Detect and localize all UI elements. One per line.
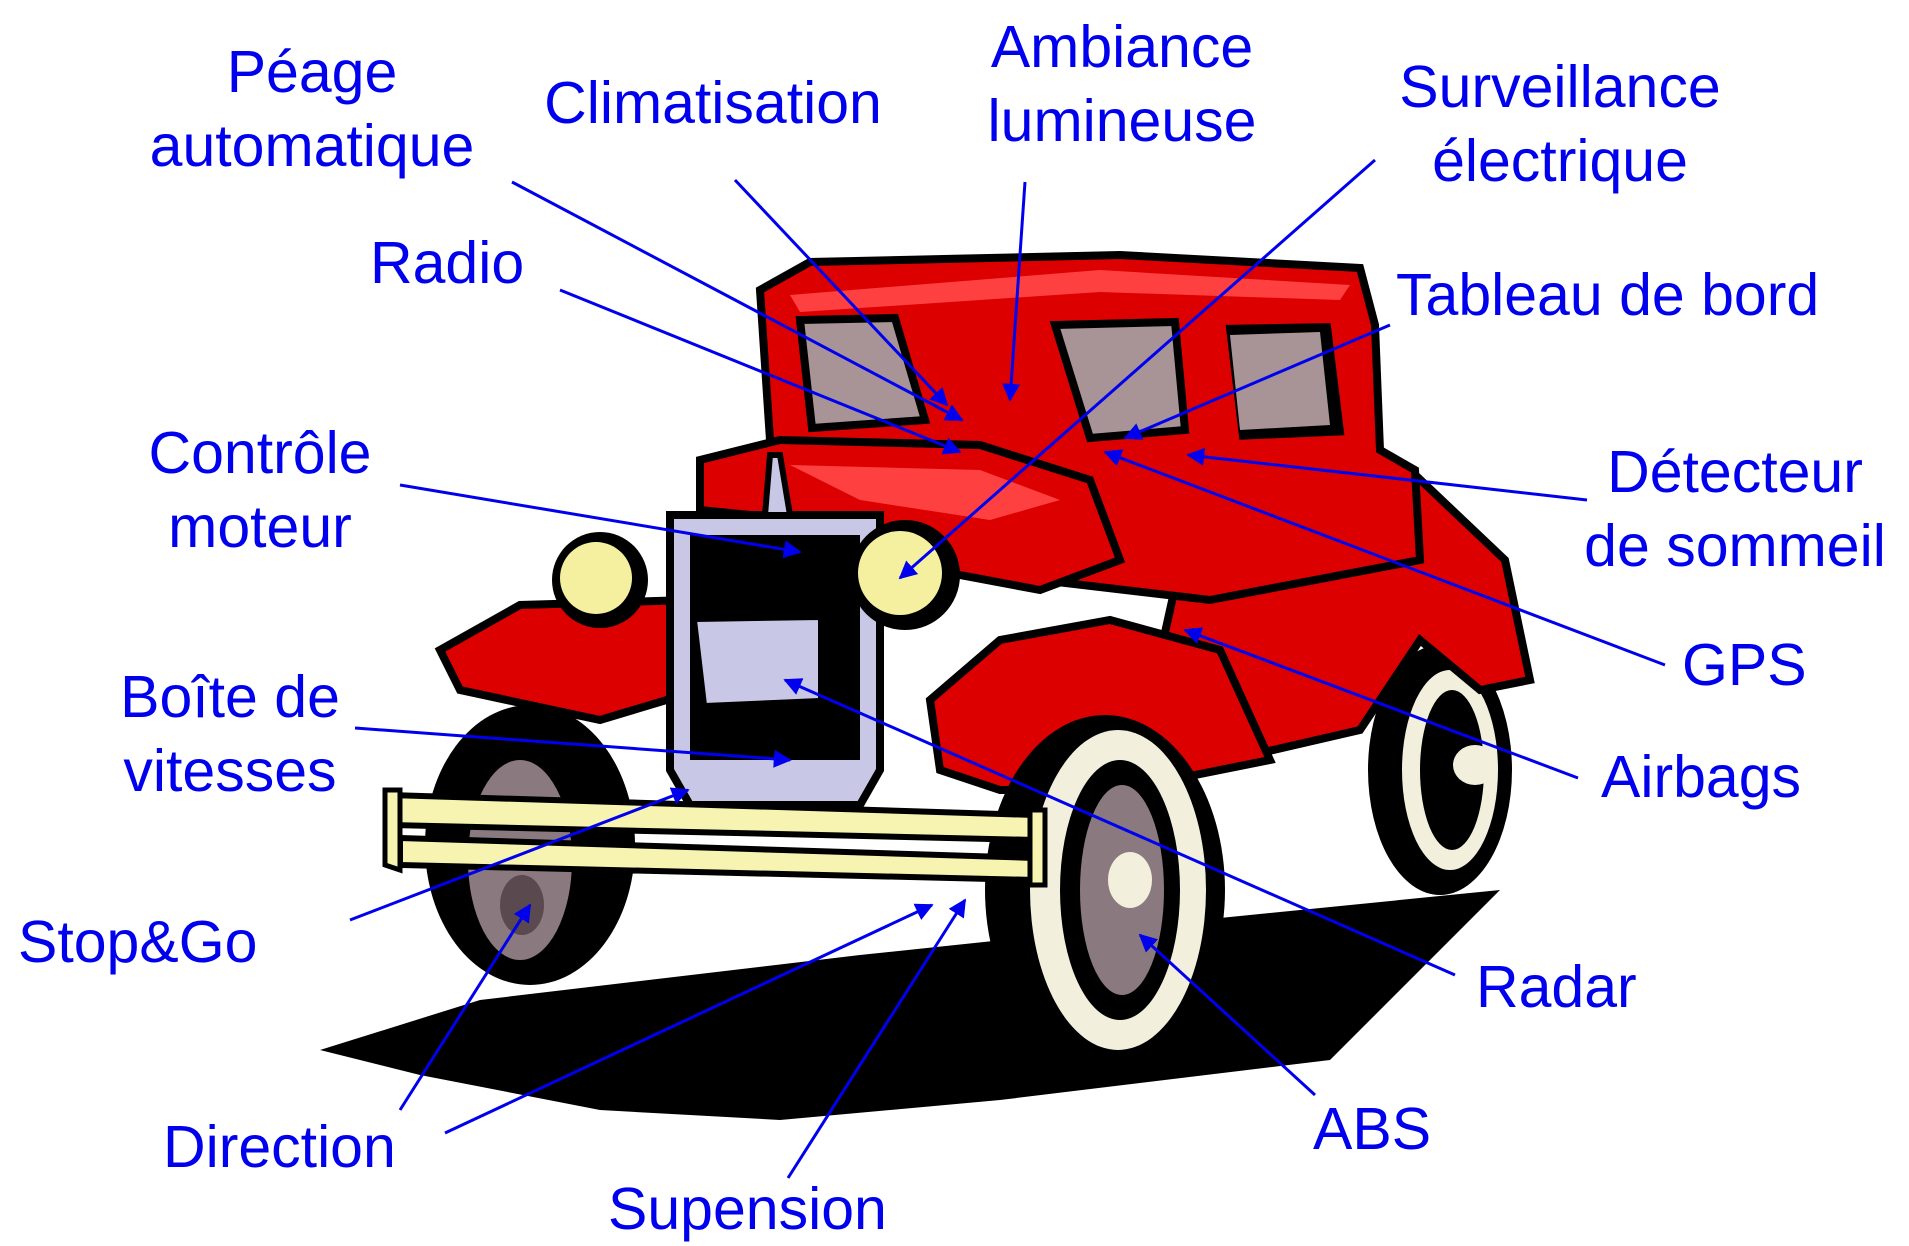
label-detecteur-de-sommeil: Détecteur de sommeil [1565, 435, 1905, 583]
label-ambiance-lumineuse: Ambiance lumineuse [962, 10, 1282, 158]
label-line: Supension [608, 1172, 948, 1246]
label-surveillance-electrique: Surveillance électrique [1380, 50, 1740, 198]
leader-suspension [788, 900, 965, 1178]
leader-peage [512, 182, 962, 420]
label-gps: GPS [1682, 628, 1842, 702]
label-line: GPS [1682, 628, 1842, 702]
label-radio: Radio [370, 226, 570, 300]
label-climatisation: Climatisation [528, 66, 898, 140]
label-line: Climatisation [528, 66, 898, 140]
label-airbags: Airbags [1601, 740, 1881, 814]
label-line: Radio [370, 226, 570, 300]
label-suspension: Supension [608, 1172, 948, 1246]
label-stop-and-go: Stop&Go [18, 905, 318, 979]
label-line: Boîte de [80, 660, 380, 734]
label-controle-moteur: Contrôle moteur [110, 416, 410, 564]
leader-ambiance [1010, 182, 1025, 400]
label-line: vitesses [80, 734, 380, 808]
label-line: Airbags [1601, 740, 1881, 814]
leader-radar [785, 680, 1455, 975]
label-line: Ambiance [962, 10, 1282, 84]
label-line: lumineuse [962, 84, 1282, 158]
label-line: Tableau de bord [1396, 258, 1876, 332]
label-line: moteur [110, 490, 410, 564]
label-line: Contrôle [110, 416, 410, 490]
label-line: Stop&Go [18, 905, 318, 979]
label-line: Détecteur [1565, 435, 1905, 509]
label-direction: Direction [163, 1110, 463, 1184]
label-line: automatique [132, 109, 492, 183]
label-tableau-de-bord: Tableau de bord [1396, 258, 1876, 332]
leader-airbags [1185, 630, 1578, 778]
label-line: de sommeil [1565, 509, 1905, 583]
label-line: Direction [163, 1110, 463, 1184]
leader-detecteur [1188, 455, 1587, 500]
label-line: Radar [1476, 950, 1696, 1024]
label-radar: Radar [1476, 950, 1696, 1024]
label-line: ABS [1313, 1092, 1493, 1166]
leader-boite [355, 728, 790, 760]
leader-surveillance [900, 160, 1375, 578]
leader-stopgo [350, 790, 688, 920]
leader-tableau [1125, 325, 1390, 438]
label-line: Surveillance [1380, 50, 1740, 124]
leader-suspension-2 [445, 905, 932, 1133]
leader-direction [400, 905, 530, 1110]
leader-climatisation [735, 180, 947, 405]
leader-abs [1140, 935, 1315, 1095]
label-boite-de-vitesses: Boîte de vitesses [80, 660, 380, 808]
label-line: électrique [1380, 124, 1740, 198]
label-abs: ABS [1313, 1092, 1493, 1166]
label-line: Péage [132, 35, 492, 109]
label-peage-automatique: Péage automatique [132, 35, 492, 183]
leader-controle [400, 485, 800, 552]
